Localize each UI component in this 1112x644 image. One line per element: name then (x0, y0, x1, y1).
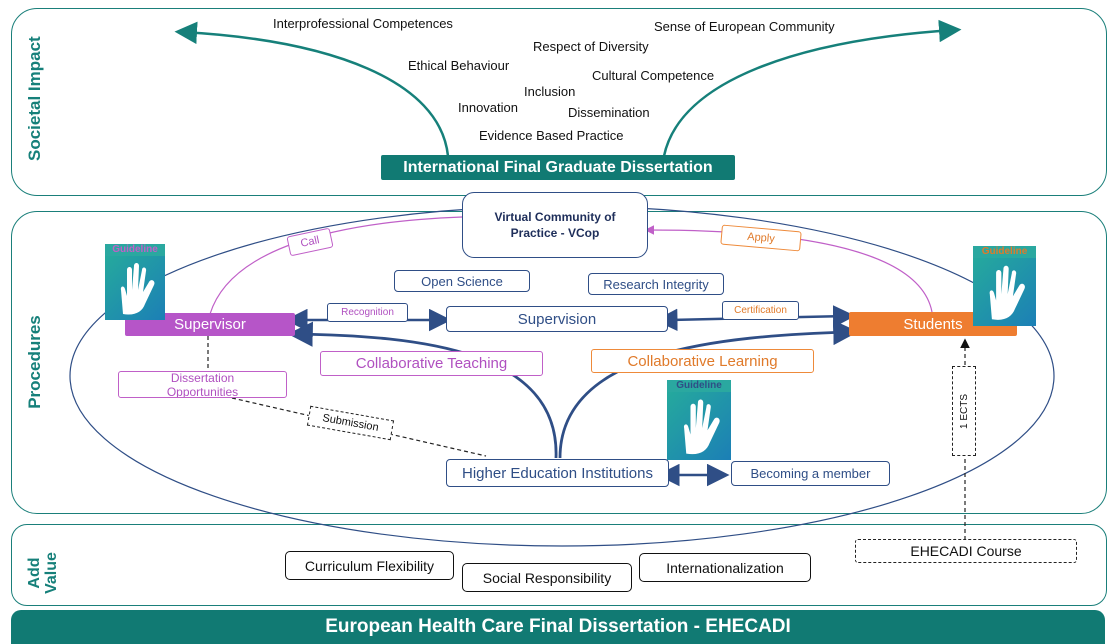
guideline-hei: Guideline (667, 380, 731, 460)
dissertation-opportunities-box: Dissertation Opportunities (118, 371, 287, 398)
vcop-box: Virtual Community of Practice - VCop (462, 192, 648, 258)
becoming-member-box: Becoming a member (731, 461, 890, 486)
submission-dash (231, 397, 487, 457)
hand-icon (683, 399, 720, 455)
guideline-students: Guideline (973, 246, 1036, 326)
dissertation-opportunities-label: Dissertation Opportunities (166, 371, 239, 398)
word-innovation: Innovation (458, 100, 518, 115)
vcop-label: Virtual Community of Practice - VCop (494, 210, 616, 240)
word-interprofessional: Interprofessional Competences (273, 16, 453, 31)
recognition-tag: Recognition (327, 303, 408, 322)
hand-icon (989, 265, 1025, 320)
dissertation-banner: International Final Graduate Dissertatio… (381, 155, 735, 180)
word-respect-diversity: Respect of Diversity (533, 39, 649, 54)
ects-label: 1 ECTS (958, 393, 970, 429)
word-dissemination: Dissemination (568, 105, 650, 120)
hei-box: Higher Education Institutions (446, 459, 669, 487)
ehecadi-course-box: EHECADI Course (855, 539, 1077, 563)
social-responsibility-box: Social Responsibility (462, 563, 632, 592)
guideline-label: Guideline (973, 246, 1036, 258)
research-integrity-box: Research Integrity (588, 273, 724, 295)
collab-teaching-box: Collaborative Teaching (320, 351, 543, 376)
ects-box: 1 ECTS (952, 366, 976, 456)
supervisor-box: Supervisor (125, 313, 295, 336)
call-arc (209, 216, 463, 315)
collab-learning-box: Collaborative Learning (591, 349, 814, 373)
guideline-supervisor: Guideline (105, 244, 165, 320)
word-sense-community: Sense of European Community (654, 19, 835, 34)
guideline-label: Guideline (667, 380, 731, 392)
footer-banner: European Health Care Final Dissertation … (11, 610, 1105, 644)
word-ethical: Ethical Behaviour (408, 58, 510, 73)
hand-icon (120, 263, 155, 315)
word-cultural: Cultural Competence (592, 68, 715, 83)
supervision-box: Supervision (446, 306, 668, 332)
certification-tag: Certification (722, 301, 799, 320)
right-impact-arc (662, 19, 962, 157)
left-impact-arc (174, 21, 450, 157)
internationalization-box: Internationalization (639, 553, 811, 582)
word-inclusion: Inclusion (524, 84, 576, 99)
guideline-label: Guideline (105, 244, 165, 256)
open-science-box: Open Science (394, 270, 530, 292)
curriculum-flexibility-box: Curriculum Flexibility (285, 551, 454, 580)
apply-arc (644, 225, 933, 313)
word-evidence: Evidence Based Practice (479, 128, 624, 143)
